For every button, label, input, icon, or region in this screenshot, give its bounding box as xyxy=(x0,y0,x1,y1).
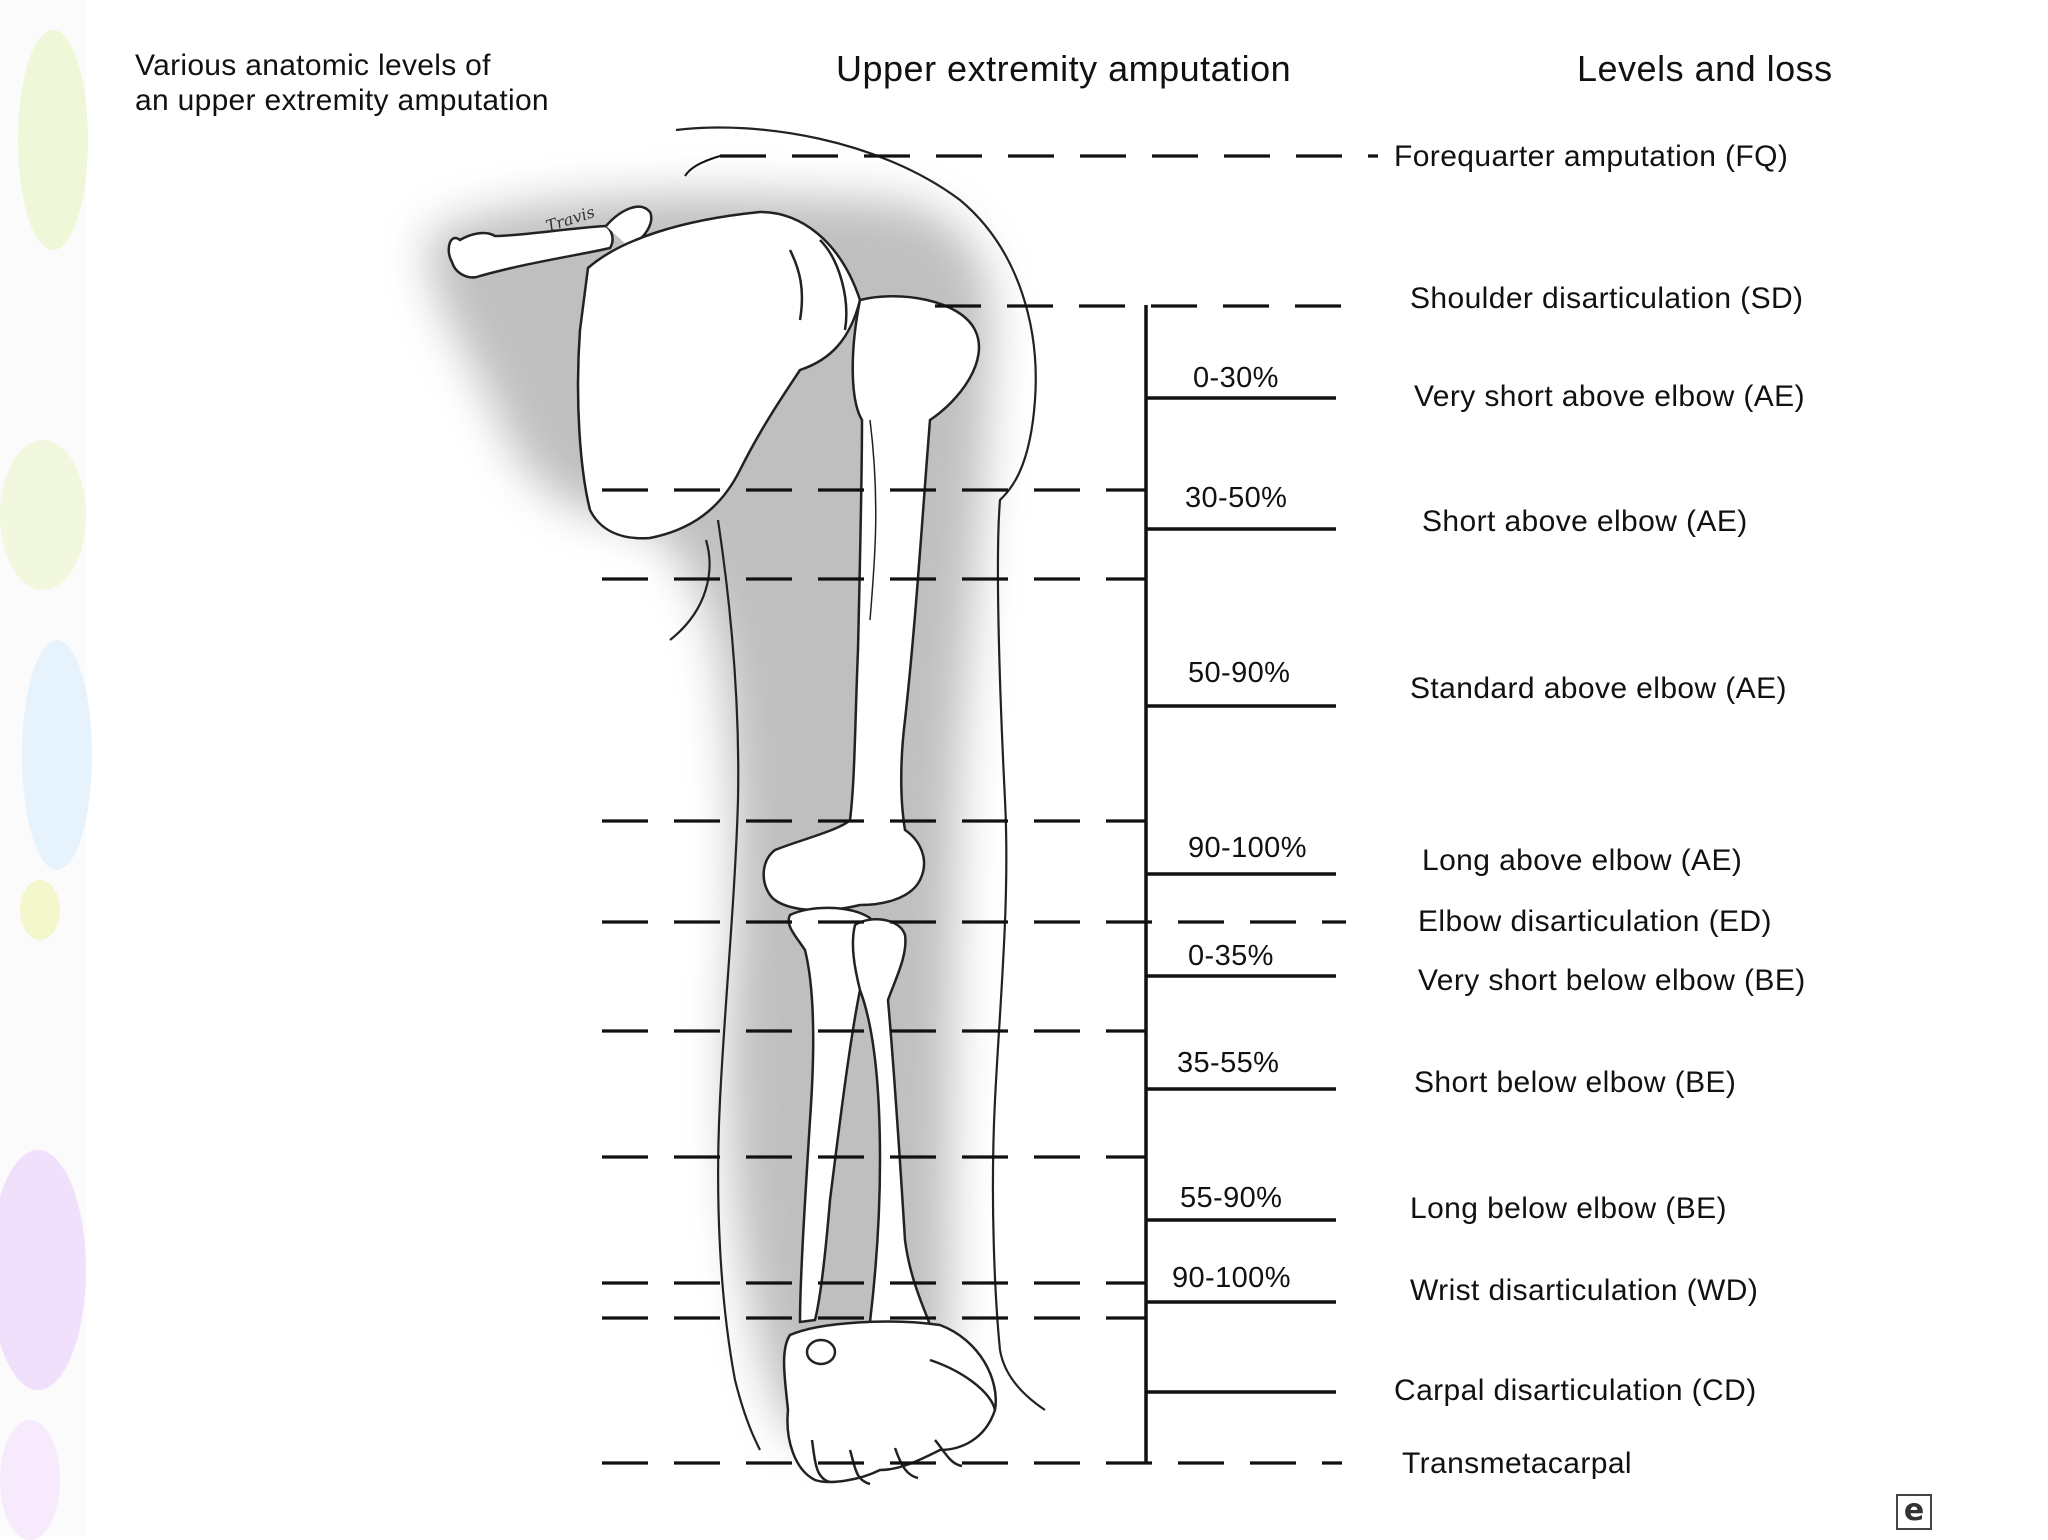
pct-label: 35-55% xyxy=(1177,1047,1280,1079)
level-label-long-be: Long below elbow (BE) xyxy=(1410,1192,1727,1225)
decorative-green-blob-2 xyxy=(0,440,86,590)
header-levels-and-loss: Levels and loss xyxy=(1577,48,1833,89)
humerus xyxy=(762,295,981,912)
clavicle xyxy=(447,205,653,279)
level-label-short-ae: Short above elbow (AE) xyxy=(1422,505,1748,538)
decorative-purple-blob xyxy=(0,1150,86,1390)
level-label-transmetacarpal: Transmetacarpal xyxy=(1402,1447,1632,1480)
loss-scale xyxy=(1144,305,1336,1463)
pct-label: 0-35% xyxy=(1188,940,1274,972)
arm-outline xyxy=(669,126,1046,1451)
decorative-purple-blob-2 xyxy=(0,1420,60,1540)
level-dashed-lines xyxy=(602,154,1378,1465)
level-label-very-short-ae: Very short above elbow (AE) xyxy=(1414,380,1805,413)
pct-label: 50-90% xyxy=(1188,657,1291,689)
forearm-bones xyxy=(787,906,932,1327)
hand-bones xyxy=(782,1320,997,1486)
pct-label: 55-90% xyxy=(1180,1182,1283,1214)
pct-label: 90-100% xyxy=(1188,832,1307,864)
fq-curve xyxy=(684,155,721,177)
caption: Various anatomic levels of an upper extr… xyxy=(135,49,549,117)
arm-shadow xyxy=(428,194,992,1440)
level-label-ed: Elbow disarticulation (ED) xyxy=(1418,905,1772,938)
pct-label: 0-30% xyxy=(1193,362,1279,394)
level-label-standard-ae: Standard above elbow (AE) xyxy=(1410,672,1787,705)
decorative-green-blob xyxy=(18,30,88,250)
pct-label: 30-50% xyxy=(1185,482,1288,514)
level-label-very-short-be: Very short below elbow (BE) xyxy=(1418,964,1806,997)
pct-label: 90-100% xyxy=(1172,1262,1291,1294)
header-title: Upper extremity amputation xyxy=(836,48,1292,89)
level-label-cd: Carpal disarticulation (CD) xyxy=(1394,1374,1757,1407)
decorative-blue-blob xyxy=(22,640,92,870)
level-label-wd: Wrist disarticulation (WD) xyxy=(1410,1274,1759,1307)
logo-icon: e xyxy=(1896,1494,1932,1530)
decorative-left-strip xyxy=(0,0,92,1540)
level-label-short-be: Short below elbow (BE) xyxy=(1414,1066,1737,1099)
level-label-sd: Shoulder disarticulation (SD) xyxy=(1410,282,1804,315)
scapula xyxy=(576,210,862,540)
level-label-fq: Forequarter amputation (FQ) xyxy=(1394,140,1789,173)
decorative-yellow-blob xyxy=(20,880,60,940)
level-label-long-ae: Long above elbow (AE) xyxy=(1422,844,1743,877)
